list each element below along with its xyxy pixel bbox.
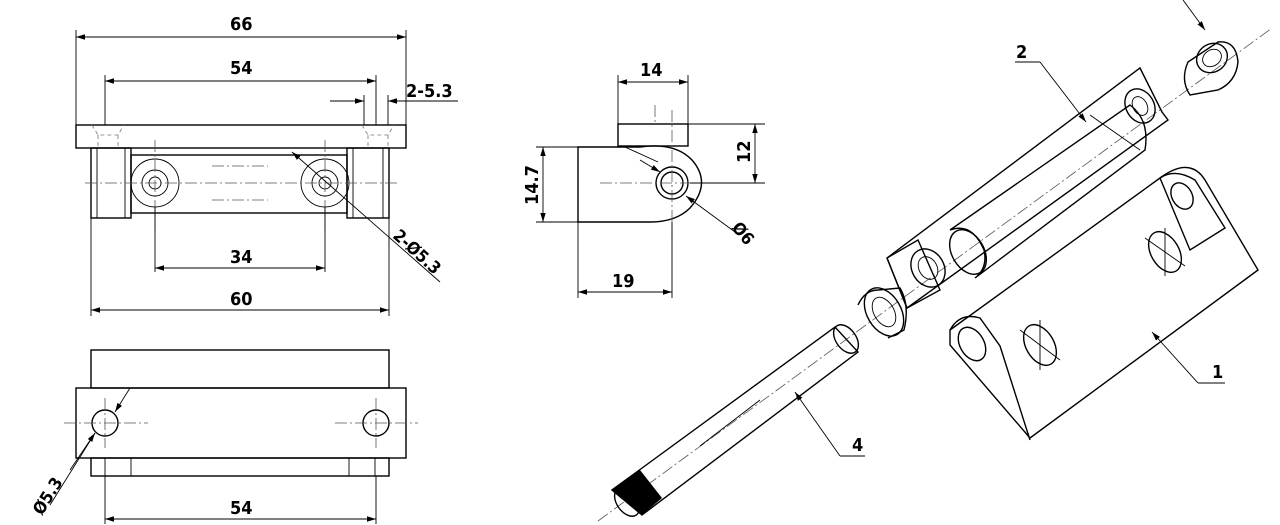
exploded-view: 2 1 4 [597, 0, 1273, 522]
dim-hole-spacing-top: 54 [230, 58, 253, 79]
dim-body-width: 60 [230, 289, 253, 310]
dim-overall-width: 66 [230, 14, 253, 35]
top-view-plate [75, 124, 407, 149]
callout-2: 2 [1016, 42, 1027, 63]
dim-slot-holes: 2-5.3 [406, 81, 453, 102]
dim-hole-dia: Ø5.3 [29, 474, 67, 519]
top-view-countersink-left [91, 124, 125, 148]
part-4-pin [610, 324, 860, 517]
top-view-countersink-right [361, 124, 395, 148]
dim-bottom-width: 19 [612, 271, 635, 292]
dim-pin-dia: Ø6 [727, 218, 758, 249]
dim-height-left: 14.7 [522, 165, 543, 205]
side-view-top-block [617, 123, 689, 147]
front-view: Ø5.3 54 [29, 349, 418, 524]
front-view-back-body [90, 349, 390, 389]
callout-1: 1 [1212, 362, 1223, 383]
part-bushing-middle [857, 287, 907, 339]
pin-knurl [612, 470, 662, 515]
side-view: 14 12 14.7 19 Ø6 [522, 60, 765, 298]
dim-center-spacing: 34 [230, 247, 253, 268]
top-view: 66 54 2-5.3 34 60 2-Ø5.3 [75, 14, 458, 316]
callout-4: 4 [852, 435, 863, 456]
front-view-knuckle-strip [90, 457, 390, 477]
part-bushing-top [1182, 0, 1239, 96]
part-1-lower-leaf [949, 166, 1259, 441]
part-2-upper-leaf [886, 66, 1169, 310]
dim-height-right: 12 [734, 140, 755, 163]
dim-hole-spacing-bottom: 54 [230, 498, 253, 519]
dim-counterbore: 2-Ø5.3 [389, 226, 445, 279]
side-view-profile [577, 145, 703, 223]
dim-top-width: 14 [640, 60, 663, 81]
